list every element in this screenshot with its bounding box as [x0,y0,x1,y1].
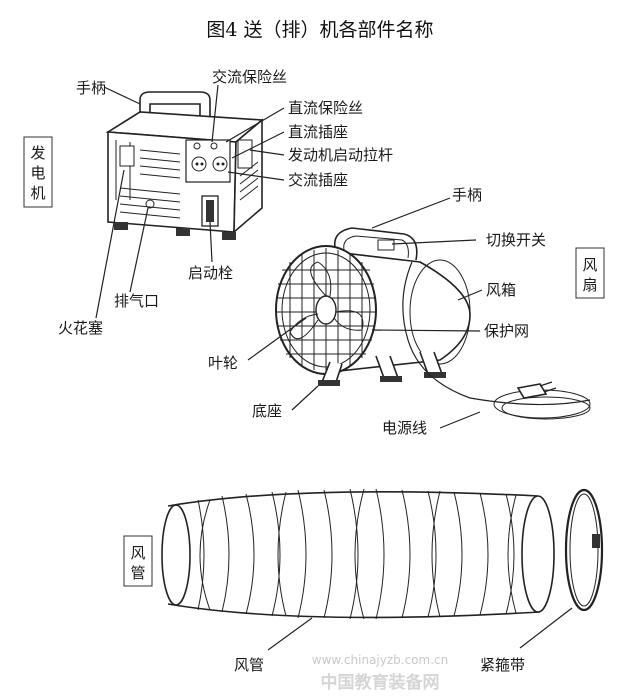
ac-outlet-label: 交流插座 [288,171,348,189]
impeller-label: 叶轮 [208,354,238,372]
exhaust-label: 排气口 [114,292,159,310]
guard-label: 保护网 [484,322,529,340]
duct-ribs [197,488,517,620]
generator-section-char-3: 机 [30,184,45,202]
dc-fuse-label: 直流保险丝 [288,99,363,117]
fan-illustration [275,227,591,420]
duct-section-char-1: 风 [130,544,145,562]
generator-section-char-1: 发 [30,144,45,162]
spark-plug-label: 火花塞 [58,319,103,337]
generator-handle-label: 手柄 [76,79,106,97]
fan-leader-lines [247,197,483,429]
figure-title: 图4 送（排）机各部件名称 [206,19,433,41]
duct-leader-lines [267,607,573,651]
base-label: 底座 [252,402,282,420]
fan-handle-label: 手柄 [452,186,482,204]
watermark-url: www.chinajyzb.com.cn [312,653,448,667]
dc-outlet-label: 直流插座 [288,123,348,141]
generator-section-box [23,136,53,208]
generator-illustration [105,91,265,240]
fan-section-char-1: 风 [582,256,597,274]
fan-section-box [575,247,605,299]
watermark-name: 中国教育装备网 [321,672,440,693]
starter-pull-label: 发动机启动拉杆 [288,146,393,164]
generator-section-char-2: 电 [30,164,45,182]
duct-section-box [123,535,153,587]
switch-label: 切换开关 [486,231,546,249]
housing-label: 风箱 [486,281,516,299]
fan-section-char-2: 扇 [582,276,597,294]
power-cord-label: 电源线 [382,419,427,437]
clamp-label: 紧箍带 [480,656,525,674]
ac-fuse-label: 交流保险丝 [212,68,287,86]
duct-section-char-2: 管 [130,564,145,582]
duct-illustration [161,488,604,620]
generator-leader-lines [95,84,285,319]
start-plug-label: 启动栓 [188,264,233,282]
duct-label: 风管 [234,656,264,674]
